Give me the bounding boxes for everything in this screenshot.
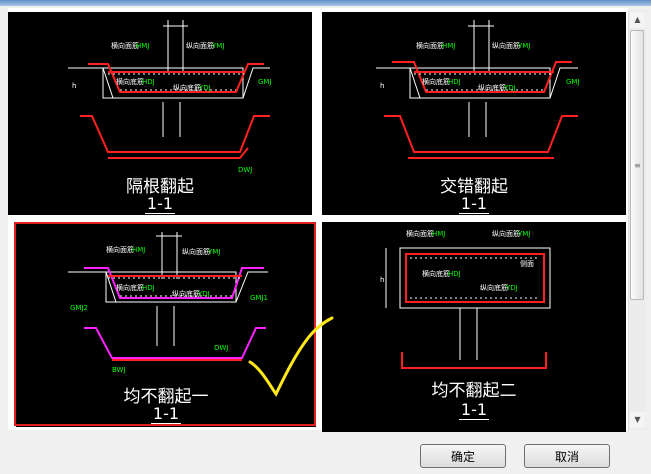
section-drawing-3: 横向面筋 HMJ 纵向面筋 YMJ 横向底筋 HDJ 纵向底筋 YDJ GMJ1… xyxy=(68,232,268,374)
section-drawing-4: 横向面筋 HMJ 纵向面筋 YMJ 横向底筋 HDJ 纵向底筋 YDJ 侧面 h xyxy=(380,229,551,369)
section-drawing-2: 横向面筋 HMJ 纵向面筋 YMJ 横向底筋 HDJ 纵向底筋 YDJ GMJ … xyxy=(376,20,580,159)
label-top-long: 纵向面筋 xyxy=(182,247,210,256)
option-caption: 交错翻起 xyxy=(440,177,508,197)
code-top-cross: HMJ xyxy=(432,230,445,238)
label-bot-long: 纵向底筋 xyxy=(480,283,508,292)
checkmark-annotation-icon xyxy=(248,316,334,397)
code-bwj: BWJ xyxy=(112,366,126,374)
scrollbar-thumb[interactable]: ≡ xyxy=(630,30,644,300)
label-top-long: 纵向面筋 xyxy=(492,229,520,238)
label-bot-cross: 横向底筋 xyxy=(116,77,144,86)
code-dwj: DWJ xyxy=(238,166,252,174)
vertical-scrollbar[interactable]: ▲ ≡ ▼ xyxy=(628,10,646,430)
scroll-up-icon[interactable]: ▲ xyxy=(630,12,645,28)
option-panel-1[interactable]: 横向面筋 HMJ 纵向面筋 YMJ 横向底筋 HDJ 纵向底筋 YDJ GMJ … xyxy=(8,12,312,215)
section-mark: 1-1 xyxy=(144,194,176,214)
cancel-button[interactable]: 取消 xyxy=(524,444,610,468)
option-panel-2[interactable]: 横向面筋 HMJ 纵向面筋 YMJ 横向底筋 HDJ 纵向底筋 YDJ GMJ … xyxy=(322,12,626,215)
label-top-cross: 横向面筋 xyxy=(111,41,139,50)
ok-button[interactable]: 确定 xyxy=(420,444,506,468)
code-top-cross: HMJ xyxy=(132,246,145,254)
label-top-cross: 横向面筋 xyxy=(416,41,444,50)
title-bar-strip xyxy=(0,0,651,6)
option-caption: 均不翻起二 xyxy=(431,381,517,401)
code-gmj: GMJ xyxy=(258,78,272,86)
code-bot-cross: HDJ xyxy=(448,78,461,86)
scroll-down-icon[interactable]: ▼ xyxy=(630,412,645,428)
option-caption: 隔根翻起 xyxy=(126,177,194,197)
code-top-long: YMJ xyxy=(517,42,530,50)
label-top-long: 纵向面筋 xyxy=(492,41,520,50)
label-top-cross: 横向面筋 xyxy=(406,229,434,238)
code-gmj2: GMJ2 xyxy=(70,304,88,312)
code-bot-cross: HDJ xyxy=(448,270,461,278)
label-top-long: 纵向面筋 xyxy=(186,41,214,50)
code-bot-long: YDJ xyxy=(505,284,518,292)
code-gmj1: GMJ1 xyxy=(250,294,268,302)
label-bot-cross: 横向底筋 xyxy=(116,283,144,292)
label-h: h xyxy=(380,82,384,90)
code-bot-long: YDJ xyxy=(503,84,516,92)
label-top-cross: 横向面筋 xyxy=(106,245,134,254)
grip-icon: ≡ xyxy=(634,161,641,170)
section-mark: 1-1 xyxy=(458,194,490,214)
option-caption: 均不翻起一 xyxy=(123,387,209,407)
label-h: h xyxy=(72,82,76,90)
code-bot-cross: HDJ xyxy=(142,284,155,292)
section-mark: 1-1 xyxy=(458,400,490,420)
option-panel-4[interactable]: 横向面筋 HMJ 纵向面筋 YMJ 横向底筋 HDJ 纵向底筋 YDJ 侧面 h… xyxy=(322,222,626,432)
code-top-long: YMJ xyxy=(211,42,224,50)
label-side: 侧面 xyxy=(520,259,534,268)
label-bot-long: 纵向底筋 xyxy=(173,83,201,92)
label-bot-long: 纵向底筋 xyxy=(478,83,506,92)
code-bot-long: YDJ xyxy=(198,84,211,92)
code-top-long: YMJ xyxy=(207,248,220,256)
code-dwj: DWJ xyxy=(214,344,228,352)
section-mark: 1-1 xyxy=(150,404,182,424)
code-top-long: YMJ xyxy=(517,230,530,238)
section-drawing-1: 横向面筋 HMJ 纵向面筋 YMJ 横向底筋 HDJ 纵向底筋 YDJ GMJ … xyxy=(68,20,272,174)
label-bot-cross: 横向底筋 xyxy=(422,77,450,86)
label-bot-cross: 横向底筋 xyxy=(422,269,450,278)
label-bot-long: 纵向底筋 xyxy=(172,289,200,298)
code-top-cross: HMJ xyxy=(442,42,455,50)
option-panel-3[interactable]: 横向面筋 HMJ 纵向面筋 YMJ 横向底筋 HDJ 纵向底筋 YDJ GMJ1… xyxy=(16,224,316,427)
label-h: h xyxy=(380,276,384,284)
code-top-cross: HMJ xyxy=(136,42,149,50)
code-gmj: GMJ xyxy=(566,78,580,86)
code-bot-long: YDJ xyxy=(197,290,210,298)
code-bot-cross: HDJ xyxy=(142,78,155,86)
